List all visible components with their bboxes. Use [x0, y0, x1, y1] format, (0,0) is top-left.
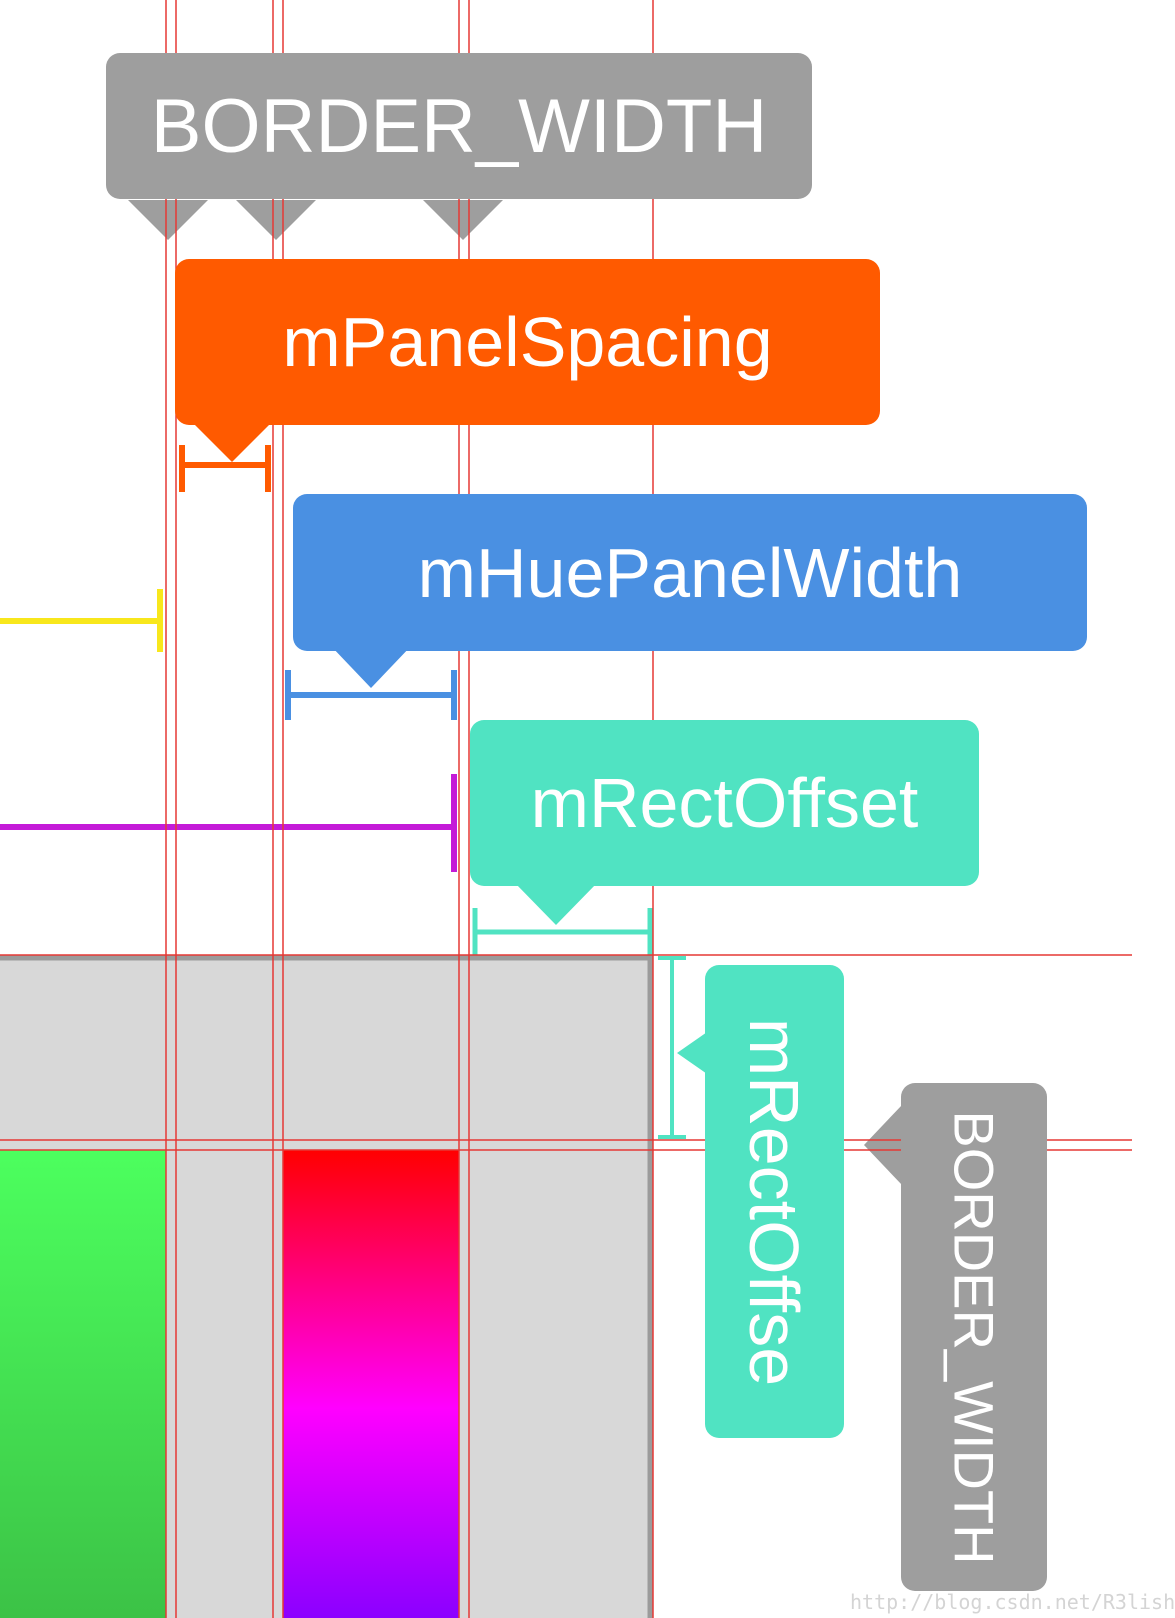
border-width-side-label: BORDER_WIDTH — [901, 1083, 1047, 1591]
hue-panel — [283, 1150, 459, 1618]
border-width-side-text: BORDER_WIDTH — [942, 1109, 1006, 1565]
hue-panel-width-pointer — [330, 645, 412, 688]
border-width-side-pointer — [864, 1105, 902, 1185]
border-width-top-pointer-3 — [423, 200, 503, 240]
border-width-top-pointer-1 — [128, 200, 208, 240]
rect-offset-pointer — [515, 883, 597, 925]
rect-offset-vertical-pointer — [677, 1030, 710, 1076]
hue-panel-width-label: mHuePanelWidth — [293, 494, 1087, 651]
border-width-marker — [0, 589, 163, 652]
rect-offset-marker — [472, 908, 653, 955]
hue-panel-width-text: mHuePanelWidth — [417, 533, 963, 612]
panel-spacing-text: mPanelSpacing — [282, 303, 773, 381]
rect-offset-vertical-marker — [658, 956, 686, 1139]
panel-spacing-pointer — [190, 420, 274, 462]
saturation-value-panel — [0, 1150, 166, 1618]
border-width-top-label: BORDER_WIDTH — [106, 53, 812, 199]
rect-offset-vertical-label: mRectOffse — [705, 965, 844, 1438]
panel-spacing-marker — [179, 445, 271, 492]
rect-offset-text: mRectOffset — [530, 764, 919, 842]
watermark: http://blog.csdn.net/R3lish — [850, 1590, 1175, 1614]
border-width-top-text: BORDER_WIDTH — [150, 83, 768, 169]
panel-spacing-label: mPanelSpacing — [175, 259, 880, 425]
rect-offset-vertical-text: mRectOffse — [735, 1017, 814, 1386]
border-width-top-pointer-2 — [236, 200, 316, 240]
rect-offset-left-marker — [0, 774, 457, 872]
hue-panel-width-marker — [285, 670, 457, 720]
rect-offset-label: mRectOffset — [470, 720, 979, 886]
